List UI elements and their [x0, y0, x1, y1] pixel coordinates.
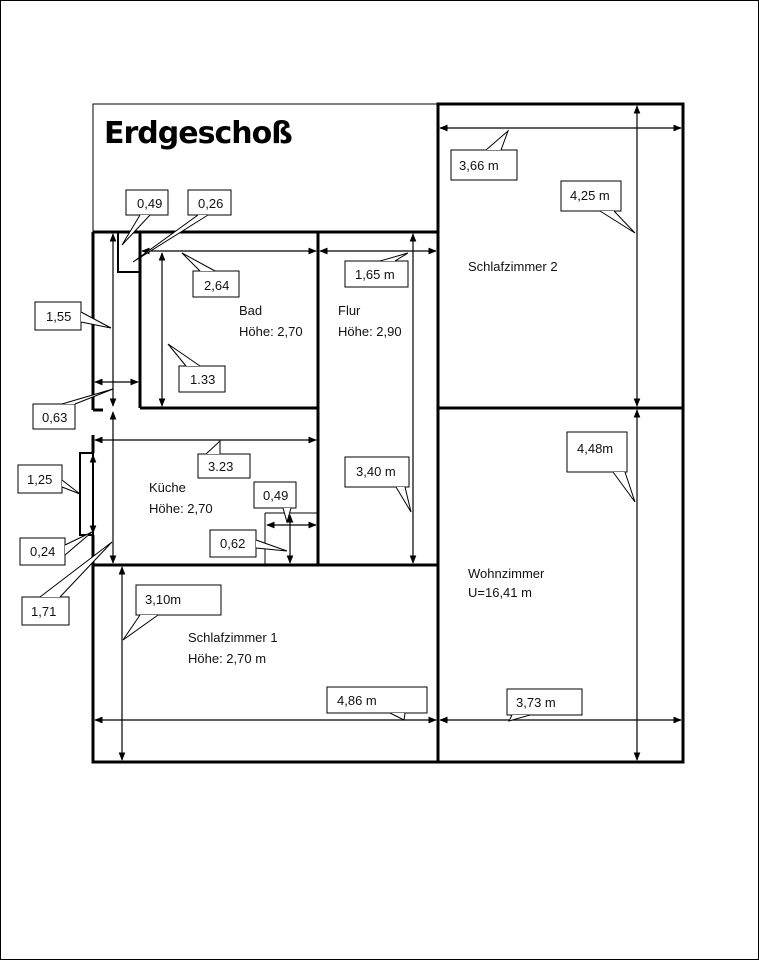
chimney	[117, 231, 141, 273]
callout-1-25-text: 1,25	[27, 472, 52, 487]
callout-3-23: 3.23	[197, 439, 251, 479]
room-flur-name: Flur	[338, 303, 361, 318]
room-bad-name: Bad	[239, 303, 262, 318]
callout-0-49-kitchen-text: 0,49	[263, 488, 288, 503]
callout-0-24-text: 0,24	[30, 544, 55, 559]
callout-4-25-text: 4,25 m	[570, 188, 610, 203]
callout-2-64: 2,64	[181, 252, 240, 298]
callout-0-62: 0,62	[209, 529, 288, 558]
callout-0-62-text: 0,62	[220, 536, 245, 551]
room-bad-height: Höhe: 2,70	[239, 324, 303, 339]
callout-0-49-top: 0,49	[121, 189, 169, 246]
room-wohnzimmer-info: U=16,41 m	[468, 585, 532, 600]
callout-3-40: 3,40 m	[344, 456, 412, 513]
callout-0-26: 0,26	[132, 189, 232, 263]
callout-0-63: 0,63	[32, 388, 114, 430]
callout-1-33-text: 1.33	[190, 372, 215, 387]
room-kueche-name: Küche	[149, 480, 186, 495]
callout-3-10-text: 3,10m	[145, 592, 181, 607]
callout-0-49-top-text: 0,49	[137, 196, 162, 211]
room-flur-height: Höhe: 2,90	[338, 324, 402, 339]
callout-3-66-text: 3,66 m	[459, 158, 499, 173]
callout-0-63-text: 0,63	[42, 410, 67, 425]
callout-1-71: 1,71	[21, 541, 113, 626]
callout-4-86-text: 4,86 m	[337, 693, 377, 708]
callout-1-25: 1,25	[17, 464, 81, 495]
dimension-lines	[89, 105, 682, 761]
callout-3-10: 3,10m	[122, 584, 222, 641]
room-wohnzimmer-name: Wohnzimmer	[468, 566, 545, 581]
callout-0-49-kitchen: 0,49	[253, 481, 297, 524]
room-kueche-height: Höhe: 2,70	[149, 501, 213, 516]
callout-2-64-text: 2,64	[204, 278, 229, 293]
callout-3-40-text: 3,40 m	[356, 464, 396, 479]
callout-4-48: 4,48m	[566, 431, 636, 503]
callout-4-25: 4,25 m	[560, 180, 636, 234]
callout-3-23-text: 3.23	[208, 459, 233, 474]
callout-4-86: 4,86 m	[326, 686, 428, 721]
callout-3-66: 3,66 m	[450, 129, 518, 181]
room-schlafzimmer1-height: Höhe: 2,70 m	[188, 651, 266, 666]
callout-1-71-text: 1,71	[31, 604, 56, 619]
callout-1-65: 1,65 m	[344, 252, 409, 288]
room-labels: Bad Höhe: 2,70 Flur Höhe: 2,90 Küche Höh…	[149, 259, 558, 666]
callout-0-24: 0,24	[19, 531, 93, 566]
callout-1-33: 1.33	[167, 343, 226, 393]
callout-3-73: 3,73 m	[506, 688, 583, 722]
callout-1-65-text: 1,65 m	[355, 267, 395, 282]
room-schlafzimmer2-name: Schlafzimmer 2	[468, 259, 558, 274]
window-kitchen	[79, 452, 94, 536]
callout-1-55: 1,55	[34, 301, 112, 331]
room-schlafzimmer1-name: Schlafzimmer 1	[188, 630, 278, 645]
callouts: 0,49 0,26 2,64 1,55 1.33 0,63	[17, 129, 636, 722]
plan-title: Erdgeschoß	[104, 116, 292, 151]
callout-3-73-text: 3,73 m	[516, 695, 556, 710]
callout-1-55-text: 1,55	[46, 309, 71, 324]
callout-4-48-text: 4,48m	[577, 441, 613, 456]
callout-0-26-text: 0,26	[198, 196, 223, 211]
